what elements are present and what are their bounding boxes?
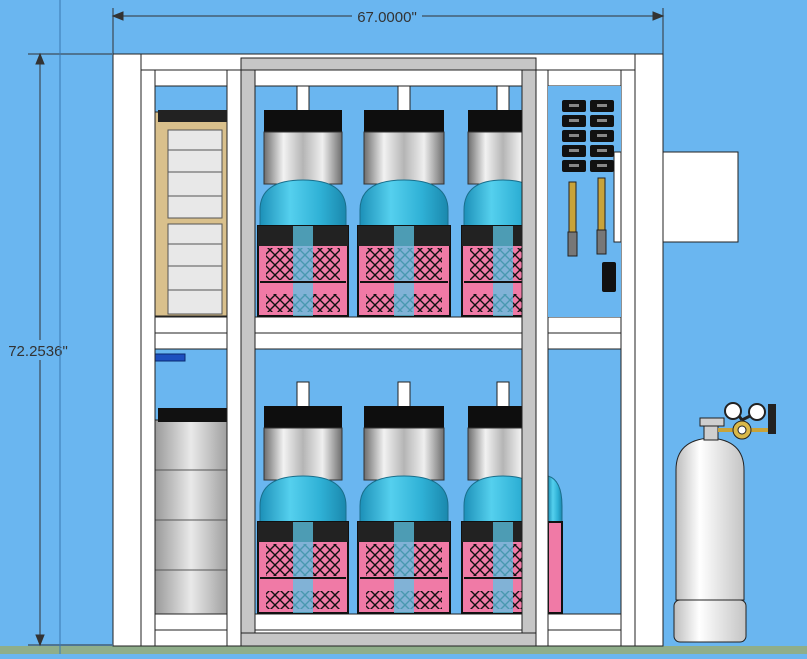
pressure-gauge-2 <box>748 403 766 421</box>
storage-boxes <box>154 110 228 317</box>
tap-panel <box>548 86 622 317</box>
upper-keg-1 <box>257 85 349 317</box>
ground-strip <box>0 646 807 654</box>
upper-keg-2 <box>357 85 451 317</box>
side-box <box>662 151 739 243</box>
upper-keg-row <box>257 85 563 317</box>
width-label-bg <box>352 8 422 26</box>
switch-bank <box>562 100 614 172</box>
height-label-bg <box>4 340 76 360</box>
gray-drum <box>154 408 228 615</box>
controller-box <box>602 262 616 292</box>
lower-keg-row <box>257 381 563 614</box>
lower-keg-partial <box>547 475 563 614</box>
blue-handle <box>154 353 186 362</box>
height-dimension-label: 72.2536" <box>8 343 68 360</box>
pressure-gauge-1 <box>724 402 742 420</box>
frame-posts <box>112 53 664 647</box>
lower-keg-1 <box>257 381 349 614</box>
lower-keg-2 <box>357 381 451 614</box>
beer-tap-1 <box>567 181 578 257</box>
co2-tank <box>673 417 747 643</box>
width-dimension-label: 67.0000" <box>357 9 417 26</box>
co2-regulator <box>718 402 776 440</box>
beer-tap-2 <box>596 177 607 255</box>
